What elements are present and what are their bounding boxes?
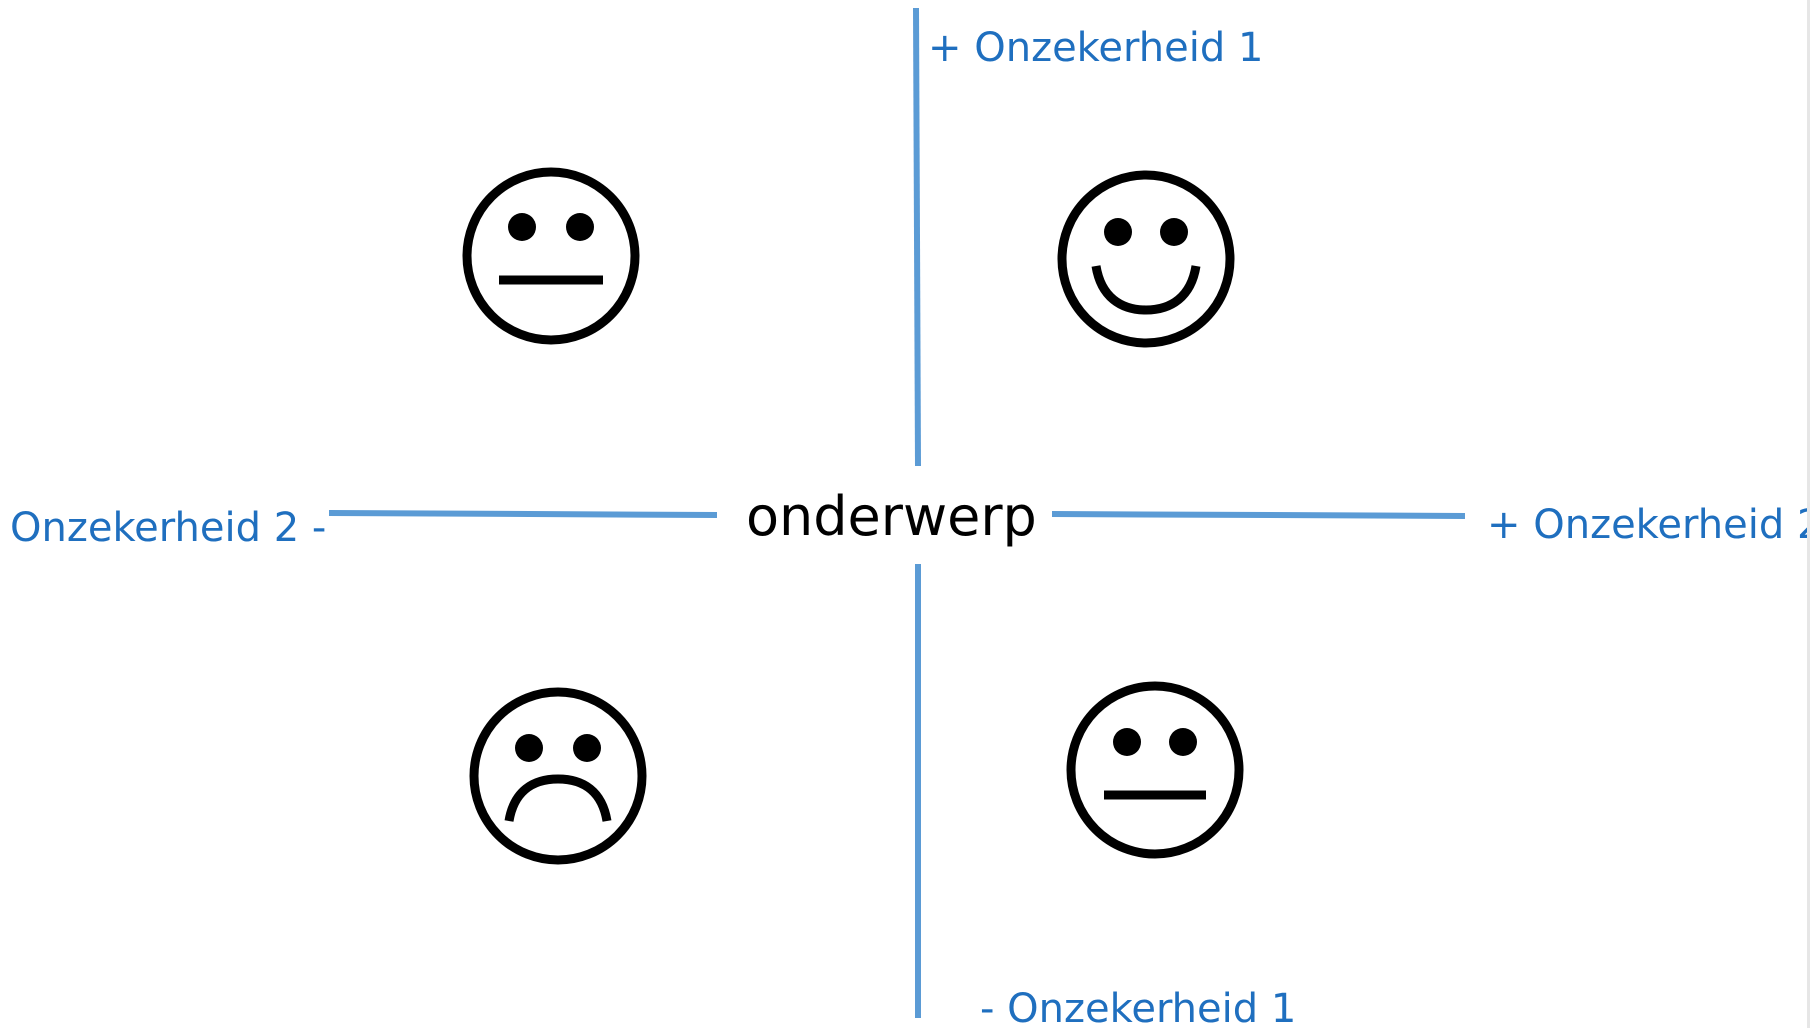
smile-mouth — [1091, 265, 1201, 315]
horizontal-axis-right — [1051, 511, 1466, 519]
axis-label-top: + Onzekerheid 1 — [928, 25, 1263, 71]
left-eye — [1104, 218, 1132, 246]
right-eye — [1169, 728, 1197, 756]
center-topic-label: onderwerp — [746, 485, 1037, 548]
neutral-face-icon — [1066, 681, 1244, 859]
horizontal-axis-left — [328, 510, 718, 518]
axis-label-left: Onzekerheid 2 - — [10, 505, 326, 551]
left-eye — [1113, 728, 1141, 756]
right-eye — [1160, 218, 1188, 246]
neutral-face-icon — [462, 167, 640, 345]
axis-label-right: + Onzekerheid 2 — [1487, 502, 1810, 548]
left-eye — [508, 213, 536, 241]
vertical-axis-top — [913, 7, 921, 467]
smiling-face-icon — [1057, 170, 1235, 348]
right-eye — [573, 734, 601, 762]
frowning-face-icon — [469, 687, 647, 865]
page-edge-divider — [1807, 0, 1810, 1028]
right-eye — [566, 213, 594, 241]
axis-label-bottom: - Onzekerheid 1 — [980, 986, 1296, 1028]
frown-mouth — [504, 774, 612, 822]
left-eye — [515, 734, 543, 762]
